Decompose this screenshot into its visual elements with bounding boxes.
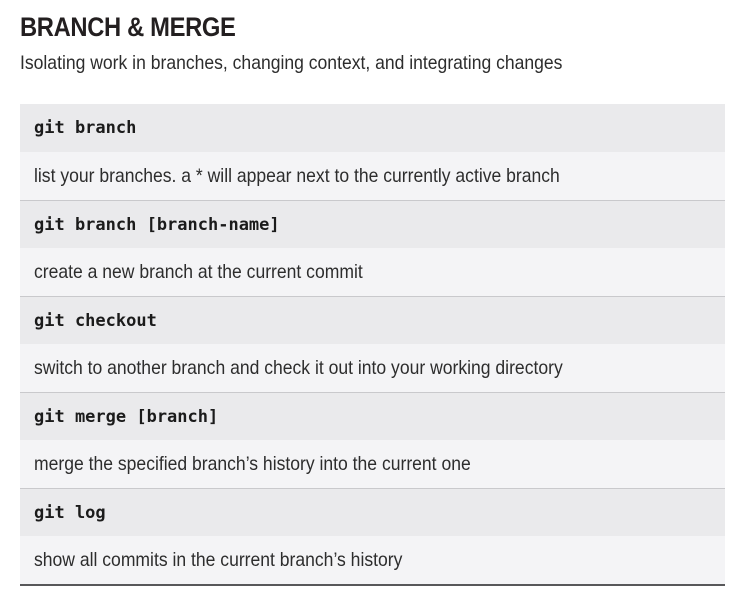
- description-row: switch to another branch and check it ou…: [20, 344, 725, 392]
- command-row: git log: [20, 488, 725, 536]
- command-text: git checkout: [34, 310, 157, 331]
- description-text: create a new branch at the current commi…: [34, 261, 363, 283]
- command-text: git branch [branch-name]: [34, 214, 280, 235]
- page-title: BRANCH & MERGE: [20, 12, 236, 42]
- command-text: git branch: [34, 118, 137, 138]
- command-table: git branch list your branches. a * will …: [20, 104, 725, 586]
- description-row: create a new branch at the current commi…: [20, 248, 725, 296]
- command-row: git branch [branch-name]: [20, 200, 725, 248]
- command-group: git checkout switch to another branch an…: [20, 296, 725, 392]
- command-row: git merge [branch]: [20, 392, 725, 440]
- command-group: git log show all commits in the current …: [20, 488, 725, 584]
- command-group: git merge [branch] merge the specified b…: [20, 392, 725, 488]
- description-row: list your branches. a * will appear next…: [20, 152, 725, 200]
- description-text: list your branches. a * will appear next…: [34, 165, 560, 187]
- description-row: show all commits in the current branch’s…: [20, 536, 725, 584]
- description-row: merge the specified branch’s history int…: [20, 440, 725, 488]
- section-header: BRANCH & MERGE Isolating work in branche…: [0, 0, 740, 75]
- command-group: git branch list your branches. a * will …: [20, 104, 725, 200]
- command-text: git log: [34, 502, 106, 523]
- command-row: git checkout: [20, 296, 725, 344]
- description-text: switch to another branch and check it ou…: [34, 357, 563, 379]
- page-subtitle: Isolating work in branches, changing con…: [20, 52, 563, 74]
- command-group: git branch [branch-name] create a new br…: [20, 200, 725, 296]
- description-text: merge the specified branch’s history int…: [34, 453, 471, 475]
- description-text: show all commits in the current branch’s…: [34, 549, 403, 571]
- command-row: git branch: [20, 104, 725, 152]
- command-text: git merge [branch]: [34, 406, 219, 427]
